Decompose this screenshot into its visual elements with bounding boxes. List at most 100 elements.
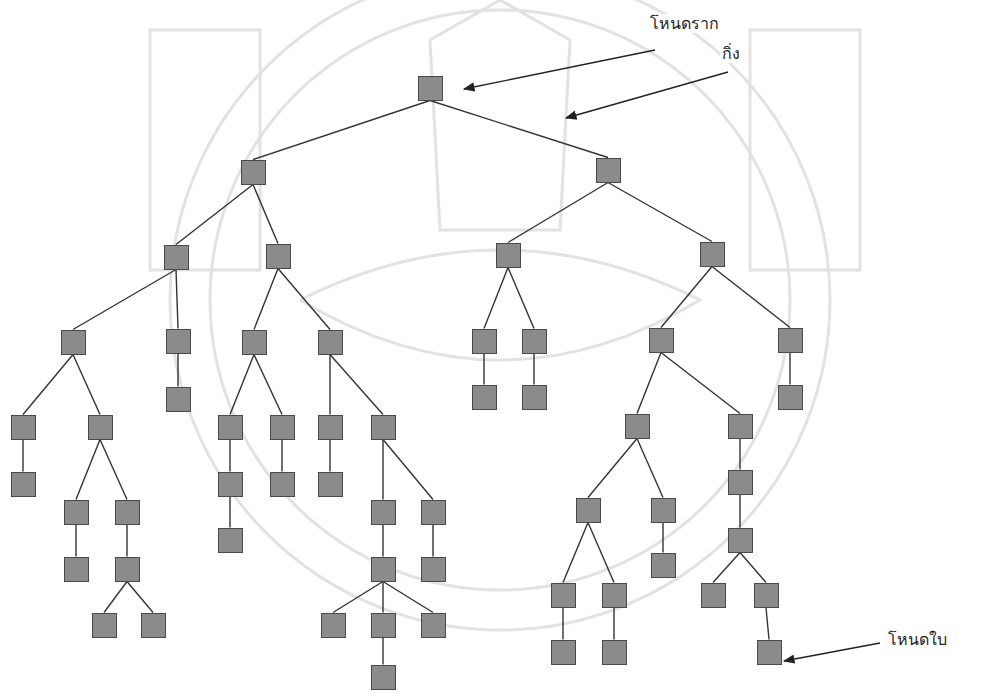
- callout-label: กิ่ง: [720, 44, 742, 63]
- tree-branch: [333, 582, 383, 613]
- tree-node: [88, 415, 113, 440]
- tree-node: [371, 415, 396, 440]
- tree-branch: [104, 582, 127, 613]
- tree-node: [115, 500, 140, 525]
- tree-branch: [329, 355, 330, 415]
- tree-branch: [383, 440, 433, 500]
- tree-branch: [483, 354, 484, 385]
- tree-branch: [22, 440, 23, 472]
- tree-node: [421, 613, 446, 638]
- tree-node: [141, 613, 166, 638]
- tree-branch: [661, 353, 740, 414]
- tree-branch: [229, 497, 230, 528]
- tree-node: [321, 613, 346, 638]
- tree-branch: [75, 525, 76, 557]
- tree-node: [496, 243, 521, 268]
- tree-branch: [588, 439, 637, 498]
- leader-arrow: [566, 72, 728, 118]
- tree-node: [596, 158, 621, 183]
- tree-node: [421, 557, 446, 582]
- tree-branch: [789, 353, 790, 385]
- tree-branch: [740, 553, 766, 583]
- tree-node: [218, 472, 243, 497]
- tree-node: [318, 472, 343, 497]
- tree-branch: [508, 268, 534, 329]
- tree-branch: [637, 353, 661, 414]
- tree-branch: [383, 582, 433, 613]
- tree-branch: [430, 101, 608, 158]
- tree-node: [418, 76, 443, 101]
- tree-node: [318, 415, 343, 440]
- tree-node: [242, 330, 267, 355]
- tree-node: [164, 245, 189, 270]
- tree-branch: [563, 523, 588, 583]
- tree-node: [11, 415, 36, 440]
- tree-branch: [76, 440, 100, 500]
- tree-node: [115, 557, 140, 582]
- tree-node: [625, 414, 650, 439]
- tree-node: [92, 613, 117, 638]
- tree-node: [218, 528, 243, 553]
- tree-branch: [562, 608, 563, 640]
- tree-node: [64, 500, 89, 525]
- tree-branch: [254, 269, 278, 330]
- tree-branch: [229, 440, 230, 472]
- tree-branch: [254, 355, 282, 415]
- tree-branch: [637, 439, 663, 498]
- tree-branch: [176, 185, 253, 245]
- tree-branch: [508, 183, 608, 243]
- tree-node: [11, 472, 36, 497]
- tree-node: [778, 328, 803, 353]
- tree-branch: [661, 267, 712, 328]
- tree-node: [551, 640, 576, 665]
- tree-branch: [127, 582, 153, 613]
- tree-branch: [177, 354, 178, 387]
- tree-branch: [608, 183, 712, 242]
- tree-node: [551, 583, 576, 608]
- leader-arrow: [464, 50, 655, 89]
- leader-arrow: [784, 643, 880, 661]
- tree-node: [421, 500, 446, 525]
- tree-branch: [73, 355, 100, 415]
- tree-branch: [766, 608, 769, 640]
- tree-branch: [613, 608, 614, 640]
- tree-branch: [23, 355, 73, 415]
- tree-branch: [329, 440, 330, 472]
- tree-branch: [382, 525, 383, 557]
- tree-node: [270, 415, 295, 440]
- tree-branch: [382, 440, 383, 500]
- seal-watermark: [150, 0, 860, 630]
- tree-branch: [253, 185, 278, 244]
- tree-branch: [278, 269, 330, 330]
- tree-branch: [253, 101, 430, 160]
- tree-node: [166, 387, 191, 412]
- tree-branch: [126, 525, 127, 557]
- tree-node: [651, 498, 676, 523]
- tree-node: [371, 613, 396, 638]
- tree-branch: [281, 440, 282, 472]
- tree-node: [728, 470, 753, 495]
- tree-node: [371, 500, 396, 525]
- tree-node: [522, 329, 547, 354]
- tree-node: [778, 385, 803, 410]
- tree-node: [218, 415, 243, 440]
- tree-branch: [588, 523, 614, 583]
- tree-branch: [432, 525, 433, 557]
- tree-branch: [713, 553, 740, 583]
- tree-node: [728, 528, 753, 553]
- tree-branch: [739, 495, 740, 528]
- tree-node: [270, 472, 295, 497]
- tree-node: [602, 583, 627, 608]
- callout-label: โหนดราก: [648, 14, 721, 33]
- tree-node: [701, 583, 726, 608]
- tree-branch: [484, 268, 508, 329]
- tree-node: [371, 665, 396, 690]
- tree-node: [64, 557, 89, 582]
- tree-branch: [662, 523, 663, 553]
- tree-node: [602, 640, 627, 665]
- tree-branch: [382, 638, 383, 665]
- tree-node: [318, 330, 343, 355]
